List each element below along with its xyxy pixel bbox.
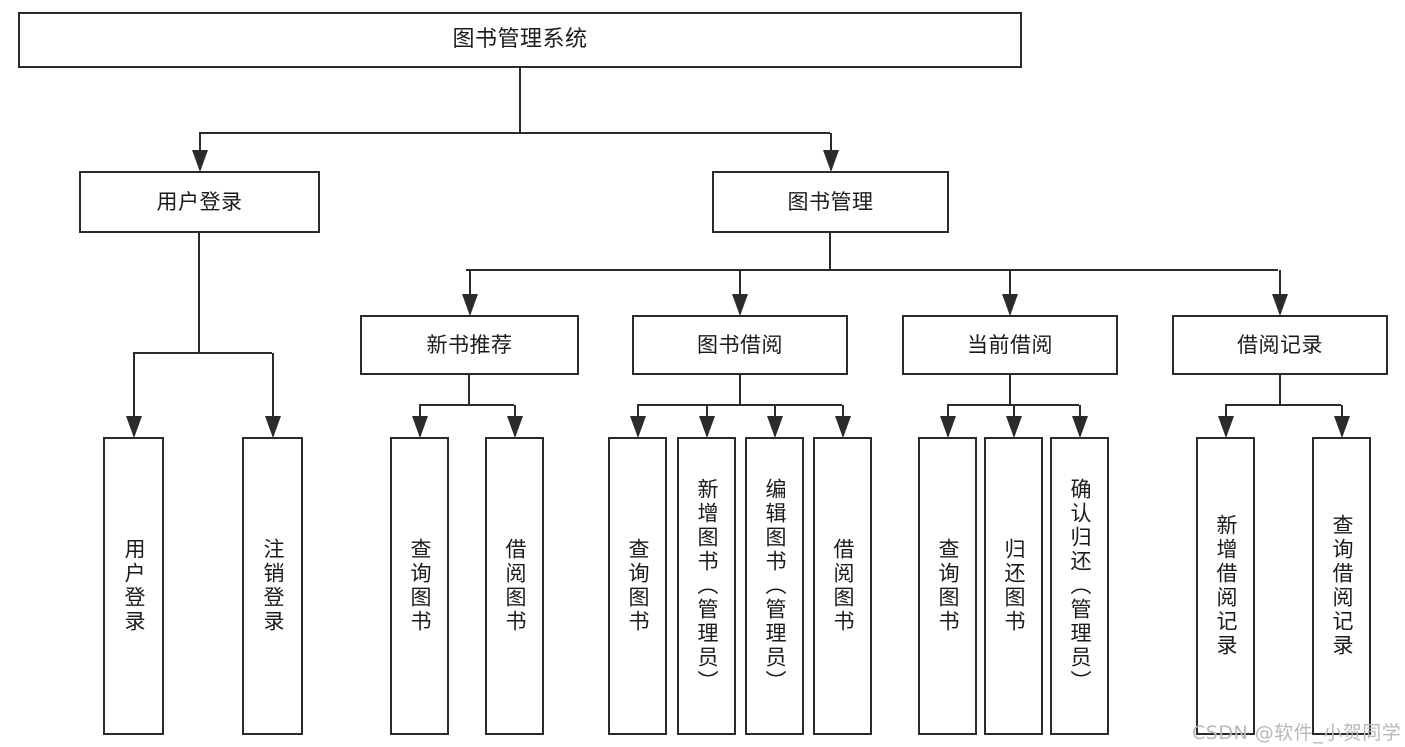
arrow-head-icon (1072, 416, 1088, 438)
arrow-head-icon (265, 416, 281, 438)
node-current-borrow: 当前借阅 (902, 315, 1118, 375)
node-leaf-add-book-admin: 新增图书（管理员） (677, 437, 736, 735)
node-label: 借阅图书 (831, 538, 855, 634)
node-leaf-add-borrow-record: 新增借阅记录 (1196, 437, 1255, 735)
node-label: 新书推荐 (426, 332, 513, 357)
arrow-head-icon (940, 416, 956, 438)
node-label: 图书管理 (787, 189, 874, 214)
node-label: 查询图书 (936, 538, 960, 634)
node-label: 用户登录 (122, 538, 146, 634)
node-label: 借阅记录 (1237, 332, 1323, 357)
arrow-head-icon (699, 416, 715, 438)
node-label: 借阅图书 (503, 538, 527, 634)
node-label: 用户登录 (156, 189, 243, 214)
node-leaf-user-logout: 注销登录 (242, 437, 303, 735)
arrow-head-icon (507, 416, 523, 438)
node-leaf-confirm-return-admin: 确认归还（管理员） (1050, 437, 1109, 735)
node-borrow-record: 借阅记录 (1172, 315, 1388, 375)
node-leaf-query-book-3: 查询图书 (918, 437, 977, 735)
arrow-head-icon (823, 150, 839, 172)
arrow-head-icon (835, 416, 851, 438)
node-leaf-query-borrow-record: 查询借阅记录 (1312, 437, 1371, 735)
node-label: 当前借阅 (967, 332, 1053, 357)
arrow-head-icon (462, 294, 478, 316)
arrow-head-icon (1002, 294, 1018, 316)
node-label: 编辑图书（管理员） (763, 478, 787, 694)
arrow-head-icon (1006, 416, 1022, 438)
node-label: 注销登录 (261, 538, 285, 634)
node-label: 归还图书 (1002, 538, 1026, 634)
node-label: 确认归还（管理员） (1068, 478, 1092, 694)
arrow-head-icon (767, 416, 783, 438)
node-label: 查询图书 (626, 538, 650, 634)
arrow-head-icon (126, 416, 142, 438)
node-leaf-user-login: 用户登录 (103, 437, 164, 735)
node-leaf-edit-book-admin: 编辑图书（管理员） (745, 437, 804, 735)
node-label: 图书借阅 (697, 332, 783, 357)
node-leaf-query-book-1: 查询图书 (390, 437, 449, 735)
arrow-head-icon (1334, 416, 1350, 438)
node-user-login: 用户登录 (79, 171, 320, 233)
arrow-head-icon (1218, 416, 1234, 438)
arrow-head-icon (192, 150, 208, 172)
node-book-manage: 图书管理 (712, 171, 949, 233)
node-leaf-query-book-2: 查询图书 (608, 437, 667, 735)
arrow-head-icon (732, 294, 748, 316)
arrow-head-icon (412, 416, 428, 438)
arrow-head-icon (630, 416, 646, 438)
node-label: 查询图书 (408, 538, 432, 634)
node-root: 图书管理系统 (18, 12, 1022, 68)
node-new-book-rec: 新书推荐 (360, 315, 579, 375)
node-book-borrow: 图书借阅 (632, 315, 848, 375)
node-label: 新增借阅记录 (1214, 514, 1238, 658)
node-label: 图书管理系统 (452, 27, 588, 53)
node-label: 新增图书（管理员） (695, 478, 719, 694)
node-label: 查询借阅记录 (1330, 514, 1354, 658)
node-leaf-borrow-book-1: 借阅图书 (485, 437, 544, 735)
node-leaf-return-book: 归还图书 (984, 437, 1043, 735)
arrow-head-icon (1272, 294, 1288, 316)
node-leaf-borrow-book-2: 借阅图书 (813, 437, 872, 735)
